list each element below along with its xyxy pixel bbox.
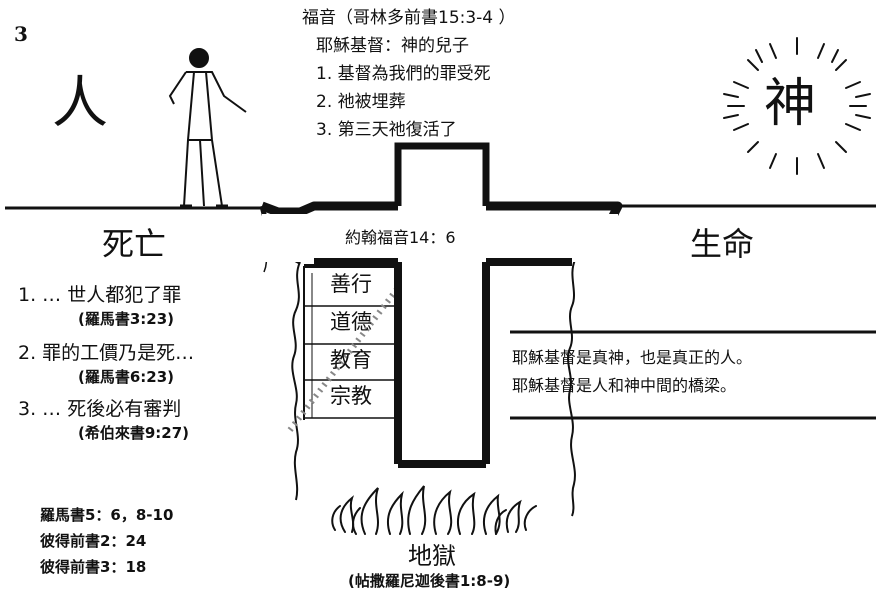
- bottom-ref-2: 彼得前書2：24: [40, 532, 147, 550]
- bottom-ref-1: 羅馬書5：6，8-10: [40, 506, 174, 524]
- dotted-path: [287, 270, 413, 432]
- death-ref-1: (羅馬書3:23): [78, 310, 175, 328]
- gospel-point-2: 2. 祂被埋葬: [316, 92, 406, 112]
- wall-item-good-works: 善行: [330, 272, 372, 296]
- god-label: 神: [764, 74, 817, 134]
- death-point-1: 1. … 世人都犯了罪: [18, 284, 182, 306]
- life-line-2: 耶穌基督是人和神中間的橋梁。: [512, 376, 737, 395]
- hell-flames: [331, 485, 537, 535]
- chasm-right-wall: [567, 259, 576, 517]
- gospel-title: 福音（哥林多前書15:3-4 ）: [302, 8, 516, 28]
- death-point-2: 2. 罪的工價乃是死…: [18, 342, 195, 364]
- cross: [262, 142, 618, 468]
- wall-item-morality: 道德: [330, 310, 372, 334]
- death-label: 死亡: [102, 225, 167, 263]
- gospel-point-3: 3. 第三天祂復活了: [316, 120, 457, 140]
- man-figure: [168, 48, 247, 208]
- wall-item-education: 教育: [330, 348, 372, 372]
- life-label: 生命: [690, 225, 755, 263]
- chasm-left-wall: [291, 261, 301, 501]
- wall-item-religion: 宗教: [330, 384, 372, 408]
- page-number: 3: [14, 22, 28, 46]
- man-label: 人: [52, 71, 108, 136]
- death-ref-3: (希伯來書9:27): [78, 424, 190, 442]
- cross-reference: 約翰福音14：6: [345, 228, 456, 247]
- god-radiance: [723, 37, 871, 175]
- bottom-ref-3: 彼得前書3：18: [40, 558, 147, 576]
- hell-reference: (帖撒羅尼迦後書1:8-9): [348, 572, 511, 590]
- death-ref-2: (羅馬書6:23): [78, 368, 175, 386]
- death-point-3: 3. … 死後必有審判: [18, 398, 182, 420]
- hell-label: 地獄: [408, 542, 456, 570]
- gospel-subtitle: 耶穌基督：神的兒子: [316, 36, 469, 56]
- gospel-point-1: 1. 基督為我們的罪受死: [316, 64, 491, 84]
- life-line-1: 耶穌基督是真神，也是真正的人。: [512, 348, 753, 367]
